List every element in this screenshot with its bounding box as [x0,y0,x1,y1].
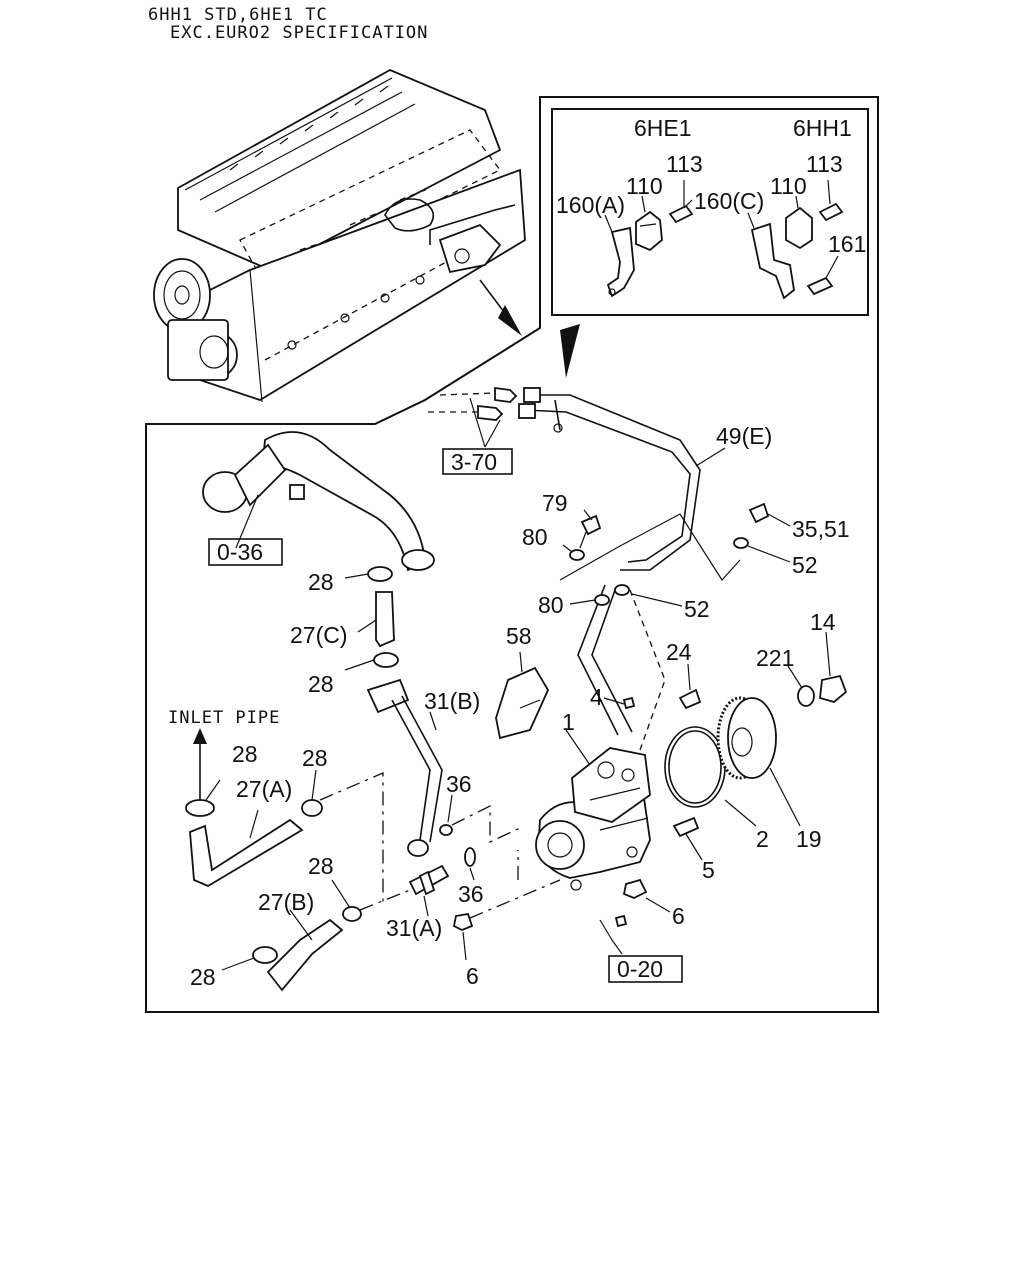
callout-35-51: 35,51 [792,516,850,542]
bracket-58 [495,651,550,740]
callout-161: 161 [828,231,866,257]
callout-80-a: 80 [522,524,548,550]
inset-6he1-parts [604,180,694,298]
callout-6-a: 6 [466,963,479,989]
bolt-5 [672,816,700,838]
fuel-pipe-49e [518,387,726,571]
callout-28-c: 28 [232,741,258,767]
callout-4: 4 [590,684,603,710]
callout-28-e: 28 [308,853,334,879]
nut-6-b [622,878,648,899]
callout-28-f: 28 [190,964,216,990]
phantom-line-1 [319,772,384,905]
ref-box-0-36 [208,538,283,566]
intake-pipe [202,431,435,572]
callout-113-a: 113 [666,151,703,177]
hose-27c [344,566,399,671]
key-small [614,914,628,928]
washer-221 [797,685,815,707]
pipe-fasteners [559,502,791,607]
fuel-line-hidden [629,589,666,751]
callout-28-a: 28 [308,569,334,595]
nut-6-a [452,912,474,931]
inset-6he1-label: 6HE1 [634,115,692,141]
callout-14: 14 [810,609,836,635]
header-line-2: EXC.EURO2 SPECIFICATION [170,23,428,43]
pipe-31b [366,678,443,857]
callout-28-b: 28 [308,671,334,697]
phantom-line-2 [359,889,411,911]
inset-pointer-arrow [560,324,580,378]
injection-pump [535,729,651,891]
callout-28-d: 28 [302,745,328,771]
callout-79: 79 [542,490,568,516]
callout-31a: 31(A) [386,915,442,941]
callout-221: 221 [756,645,794,671]
callout-27a: 27(A) [236,776,292,802]
ref-box-3-70 [442,448,513,475]
ref-3-70: 3-70 [451,449,497,475]
engine-block-illustration [153,69,526,403]
callout-113-b: 113 [806,151,843,177]
callout-31b: 31(B) [424,688,480,714]
callout-27c: 27(C) [290,622,348,648]
o-ring-36-b [464,847,476,867]
inset-6hh1-label: 6HH1 [793,115,852,141]
callout-160c: 160(C) [694,188,764,214]
callout-110-a: 110 [626,173,663,199]
key-4 [622,696,636,710]
callout-36-b: 36 [458,881,484,907]
callout-5: 5 [702,857,715,883]
ref-0-20: 0-20 [617,956,663,982]
callout-24: 24 [666,639,692,665]
fuel-line-a [577,584,619,736]
callout-52-a: 52 [684,596,710,622]
callout-52-b: 52 [792,552,818,578]
pump-gear-19 [716,696,801,827]
main-frame [145,96,879,1013]
inset-6hh1-parts [747,179,844,300]
callout-58: 58 [506,623,532,649]
o-ring-2 [664,726,726,808]
fitting-31a [408,864,450,917]
callout-110-b: 110 [770,173,807,199]
inlet-pipe-label: INLET PIPE [168,708,280,728]
callout-19: 19 [796,826,822,852]
phantom-line-3 [451,804,521,844]
bracket-inset-box [551,108,869,316]
o-ring-36-a [439,824,453,836]
callout-80-b: 80 [538,592,564,618]
callout-1: 1 [562,709,575,735]
fuel-line-b [591,589,633,733]
callout-36-a: 36 [446,771,472,797]
hose-27a [185,769,323,888]
bolt-24 [678,688,702,710]
hose-27b [221,879,362,992]
ref-0-36: 0-36 [217,539,263,565]
callout-27b: 27(B) [258,889,314,915]
callout-2: 2 [756,826,769,852]
callout-49e: 49(E) [716,423,772,449]
callout-160a: 160(A) [556,192,625,218]
header-line-1: 6HH1 STD,6HE1 TC [148,5,328,25]
callout-6-b: 6 [672,903,685,929]
nut-14 [819,674,848,703]
ref-box-0-20 [608,955,683,983]
injector-connectors [428,386,518,448]
